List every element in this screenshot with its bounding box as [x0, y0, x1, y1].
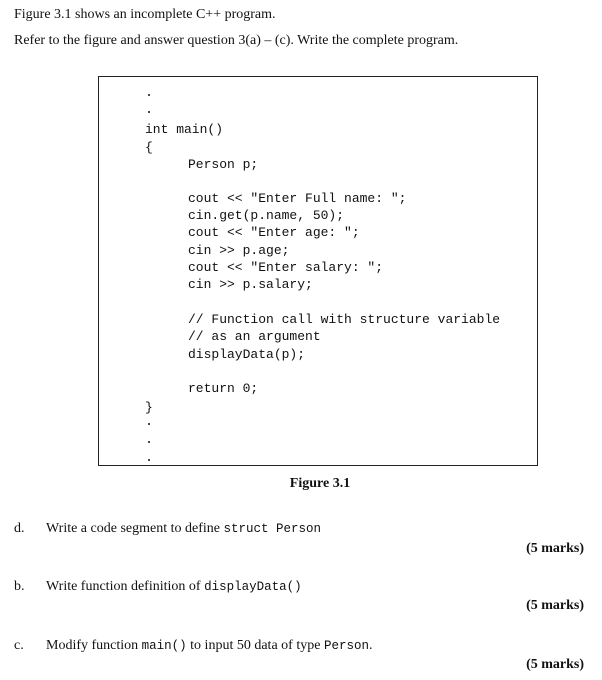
question-text: Write function definition of displayData…: [46, 578, 302, 596]
ellipsis-dot: [148, 111, 150, 113]
question-code: main(): [141, 639, 187, 653]
code-line-read-age: cin >> p.age;: [188, 243, 290, 258]
question-text-part: Write a code segment to define: [46, 521, 224, 536]
code-line-comment-1: // Function call with structure variable: [188, 312, 501, 327]
code-line-prompt-name: cout << "Enter Full name: ";: [188, 191, 407, 206]
code-line-display-call: displayData(p);: [188, 347, 306, 362]
code-line-prompt-age: cout << "Enter age: ";: [188, 225, 360, 240]
question-code: displayData(): [204, 580, 302, 594]
question-text-part: Write function definition of: [46, 579, 205, 594]
code-line-comment-2: // as an argument: [188, 329, 321, 344]
question-label: d.: [14, 521, 25, 536]
question-marks: (5 marks): [526, 657, 584, 672]
code-line-prompt-salary: cout << "Enter salary: ";: [188, 260, 384, 275]
ellipsis-dot: [148, 441, 150, 443]
code-line-open-brace: {: [145, 140, 153, 155]
intro-line-1: Figure 3.1 shows an incomplete C++ progr…: [14, 7, 276, 22]
code-line-read-name: cin.get(p.name, 50);: [188, 208, 345, 223]
question-label: b.: [14, 579, 25, 594]
figure-3-1-code-box: int main() { Person p; cout << "Enter Fu…: [98, 76, 538, 466]
ellipsis-dot: [148, 459, 150, 461]
question-text-part: to input 50 data of type: [186, 638, 324, 653]
question-marks: (5 marks): [526, 598, 584, 613]
code-line-read-salary: cin >> p.salary;: [188, 277, 313, 292]
question-code: Person: [323, 639, 369, 653]
question-text-part: .: [368, 638, 373, 653]
question-marks: (5 marks): [526, 541, 584, 556]
code-line-declare-person: Person p;: [188, 157, 259, 172]
code-line-return: return 0;: [188, 381, 259, 396]
question-label: c.: [14, 638, 24, 653]
question-code: struct Person: [223, 522, 322, 536]
question-text: Modify function main() to input 50 data …: [46, 637, 372, 655]
ellipsis-dot: [148, 94, 150, 96]
figure-caption: Figure 3.1: [289, 476, 351, 491]
question-text: Write a code segment to define struct Pe…: [46, 520, 321, 538]
code-line-main-signature: int main(): [145, 122, 224, 137]
question-text-part: Modify function: [46, 638, 142, 653]
intro-line-2: Refer to the figure and answer question …: [14, 33, 459, 48]
ellipsis-dot: [148, 423, 150, 425]
code-line-close-brace: }: [145, 400, 153, 415]
